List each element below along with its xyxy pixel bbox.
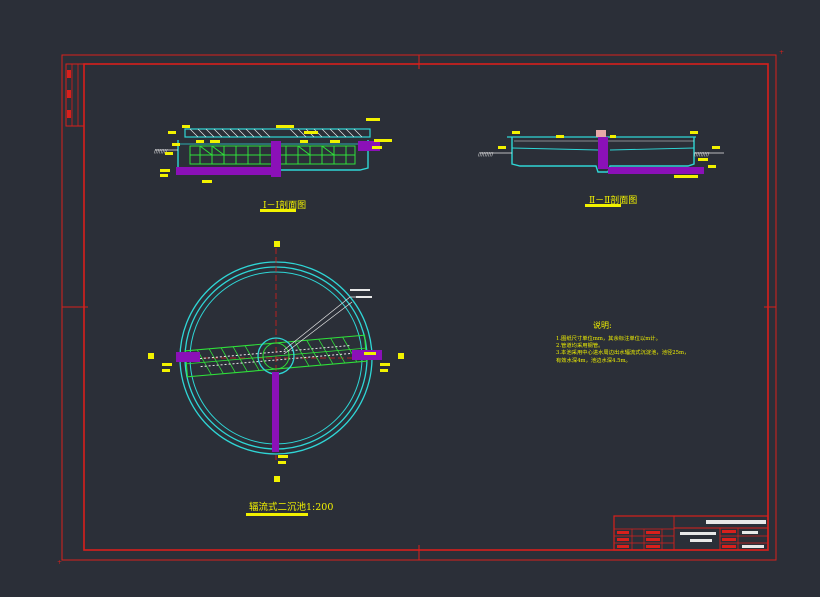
drawing-frame: + + (57, 49, 784, 566)
title-block (613, 515, 769, 551)
section-1-drawing: //////// (154, 118, 392, 212)
svg-text:+: + (779, 49, 784, 56)
svg-text://///////: ///////// (694, 152, 709, 158)
notes-heading: 说明: (593, 320, 612, 330)
section-2-drawing: ///////// ///////// (478, 130, 724, 207)
plan-view-drawing (148, 241, 404, 516)
notes-line-3: 3.本池采用中心进水周边出水辐流式沉淀池，池径25m， (556, 348, 689, 356)
section-2-title: Ⅱ－Ⅱ剖面图 (589, 194, 637, 206)
notes-line-1: 1.图纸尺寸单位mm，其余标注单位以m计。 (556, 334, 661, 342)
notes-line-2: 2.管道均采用钢管。 (556, 341, 603, 349)
svg-text://///////: ///////// (478, 152, 493, 158)
plan-view-title: 辐流式二沉池1:200 (249, 501, 333, 513)
section-1-title: Ⅰ－Ⅰ剖面图 (263, 199, 306, 211)
notes-block: 说明: 1.图纸尺寸单位mm，其余标注单位以m计。 2.管道均采用钢管。 3.本… (556, 320, 689, 364)
notes-line-4: 有效水深4m，池边水深4.5m。 (556, 356, 631, 364)
svg-text:////////: //////// (154, 149, 168, 155)
svg-text:+: + (57, 559, 62, 566)
binding-stamp (65, 63, 85, 127)
